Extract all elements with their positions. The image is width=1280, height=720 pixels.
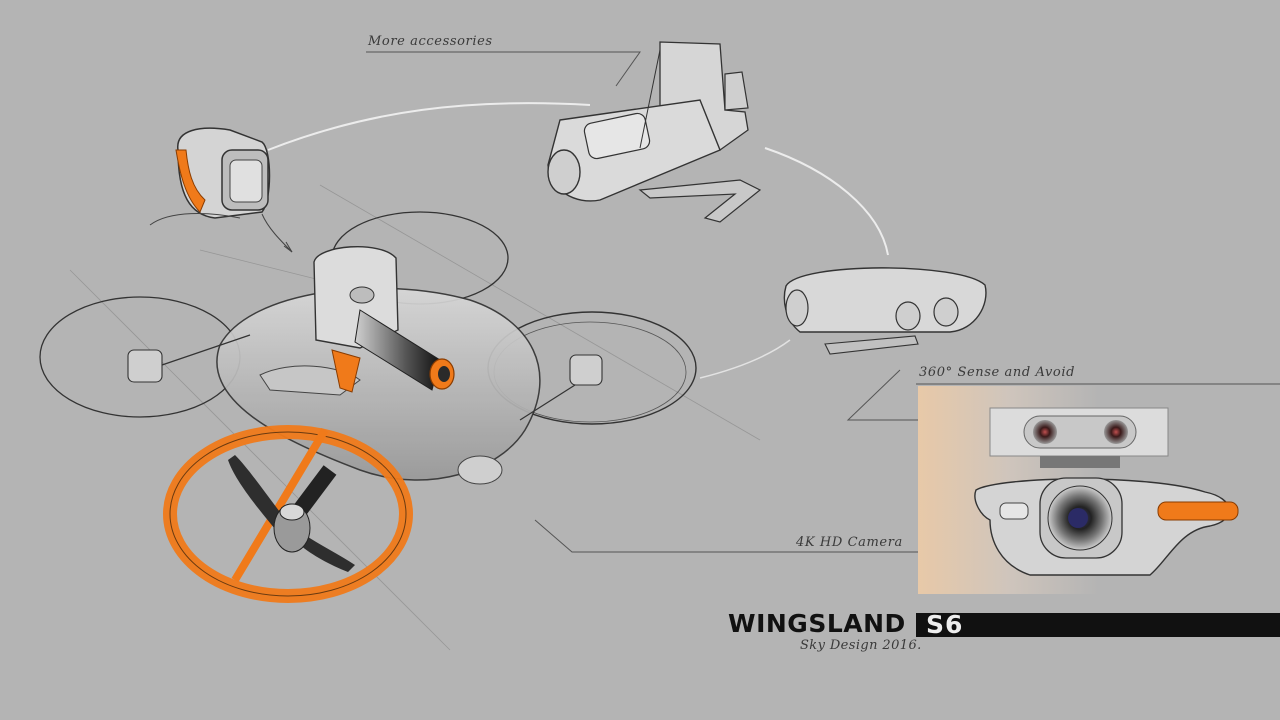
orbit-arc-bottom — [699, 339, 791, 379]
gimbal-accessory — [547, 41, 762, 223]
accessories-label: More accessories — [368, 34, 493, 49]
accessories-leader — [366, 51, 641, 87]
brand-name: WINGSLAND — [728, 609, 906, 638]
camera-leader — [534, 519, 1000, 553]
brand-model: S6 — [926, 610, 964, 639]
drone-main — [39, 211, 697, 515]
brand-tagline: Sky Design 2016. — [800, 638, 922, 653]
sensor-accessory — [783, 267, 987, 355]
brand-bar — [916, 613, 1280, 637]
camera-label: 4K HD Camera — [796, 535, 903, 550]
camera-accessory — [149, 127, 293, 253]
propeller-guard-front — [163, 425, 413, 603]
sense-avoid-label: 360° Sense and Avoid — [919, 365, 1076, 380]
camera-detail-inset — [918, 386, 1280, 594]
orbit-arc-left — [267, 102, 591, 151]
orbit-arc-right — [764, 147, 889, 256]
